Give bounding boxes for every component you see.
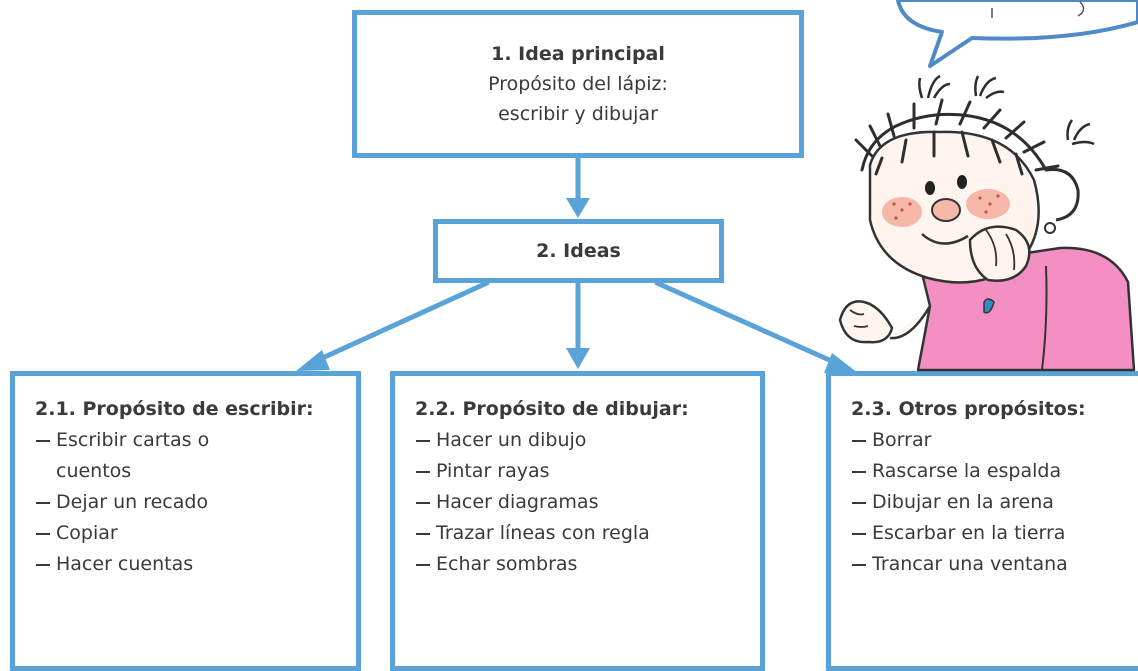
- other-purposes-box: 2.3. Otros propósitos: Borrar Rascarse l…: [826, 371, 1138, 671]
- list-item: Copiar: [35, 518, 356, 549]
- main-idea-line-1: Propósito del lápiz:: [488, 73, 668, 95]
- list-item: Escarbar en la tierra: [851, 518, 1138, 549]
- ideas-box: 2. Ideas: [433, 219, 724, 283]
- list-item: Pintar rayas: [415, 456, 760, 487]
- other-purposes-title: 2.3. Otros propósitos:: [851, 398, 1086, 420]
- arrowhead-escribir: [296, 350, 330, 371]
- main-idea-title: 1. Idea principal: [491, 43, 665, 65]
- list-item: Rascarse la espalda: [851, 456, 1138, 487]
- list-item: Dejar un recado: [35, 487, 356, 518]
- main-idea-box: 1. Idea principal Propósito del lápiz: e…: [352, 10, 804, 158]
- list-item: Escribir cartas o cuentos: [35, 425, 246, 487]
- arrow-ideas-to-escribir: [315, 280, 490, 363]
- list-item: Hacer un dibujo: [415, 425, 760, 456]
- speech-bubble-icon: [896, 0, 1138, 68]
- ideas-title: 2. Ideas: [536, 240, 621, 262]
- arrowhead-dibujar: [566, 348, 590, 369]
- purpose-writing-title: 2.1. Propósito de escribir:: [35, 398, 314, 420]
- list-item: Dibujar en la arena: [851, 487, 1138, 518]
- purpose-drawing-box: 2.2. Propósito de dibujar: Hacer un dibu…: [390, 371, 765, 671]
- arrowhead-ideas: [566, 198, 590, 218]
- list-item: Trazar líneas con regla: [415, 518, 760, 549]
- arrow-ideas-to-otros: [654, 280, 839, 366]
- main-idea-line-2: escribir y dibujar: [498, 103, 658, 125]
- list-item: Hacer cuentas: [35, 549, 356, 580]
- purpose-writing-box: 2.1. Propósito de escribir: Escribir car…: [10, 371, 361, 671]
- girl-cartoon-icon: [838, 74, 1136, 372]
- list-item: Echar sombras: [415, 549, 760, 580]
- diagram-connectors: [296, 155, 858, 373]
- arrowhead-otros: [824, 353, 858, 373]
- purpose-drawing-title: 2.2. Propósito de dibujar:: [415, 398, 689, 420]
- list-item: Borrar: [851, 425, 1138, 456]
- list-item: Hacer diagramas: [415, 487, 760, 518]
- list-item: Trancar una ventana: [851, 549, 1138, 580]
